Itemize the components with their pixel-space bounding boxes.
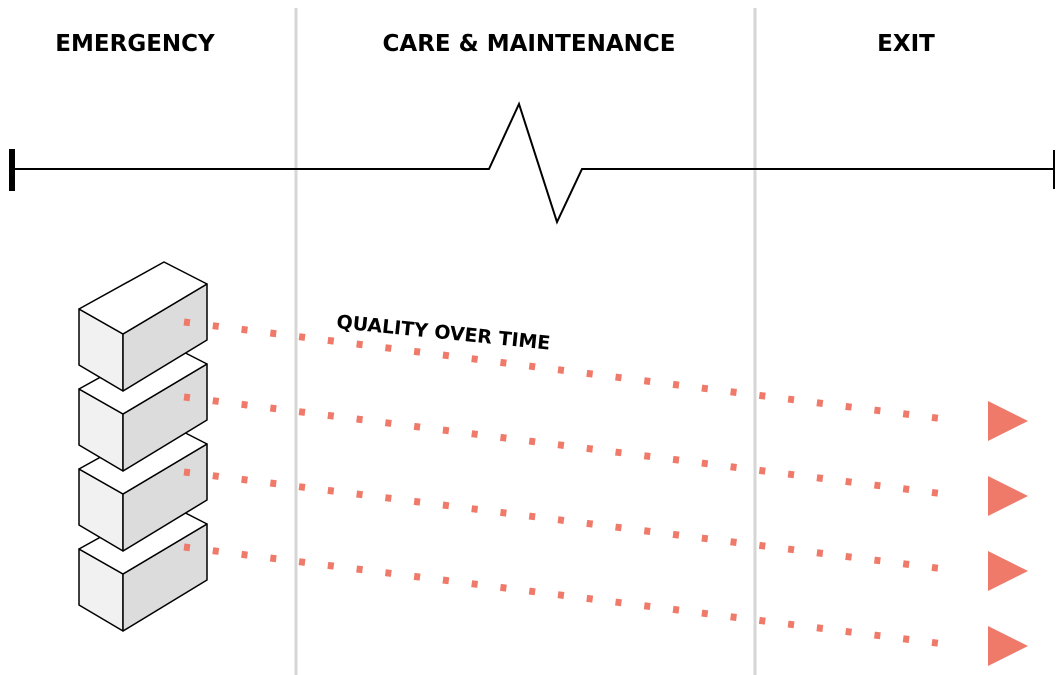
dotted-arrow-line [183, 393, 961, 500]
phase-label-care-maintenance: CARE & MAINTENANCE [383, 31, 676, 57]
quality-over-time-label: QUALITY OVER TIME [335, 311, 551, 355]
arrow-head [988, 551, 1028, 591]
block-top-face [78, 261, 208, 335]
quality-arrow [183, 393, 1028, 516]
dotted-arrow-line [183, 318, 961, 425]
timeline [9, 101, 1055, 225]
arrow-head [988, 476, 1028, 516]
quality-arrows [183, 318, 1028, 666]
arrow-head [988, 401, 1028, 441]
quality-arrow [183, 318, 1028, 441]
timeline-start-cap [9, 149, 15, 191]
phase-label-exit: EXIT [877, 31, 935, 57]
dotted-arrow-line [183, 543, 961, 650]
stacked-blocks [78, 261, 208, 632]
block [78, 261, 208, 392]
quality-arrow [183, 543, 1028, 666]
dotted-arrow-line [183, 468, 961, 575]
phase-dividers [294, 8, 757, 675]
timeline-line [12, 101, 1054, 225]
arrow-head [988, 626, 1028, 666]
phase-headers: EMERGENCY CARE & MAINTENANCE EXIT [55, 31, 935, 57]
quality-arrow [183, 468, 1028, 591]
phase-label-emergency: EMERGENCY [55, 31, 215, 57]
